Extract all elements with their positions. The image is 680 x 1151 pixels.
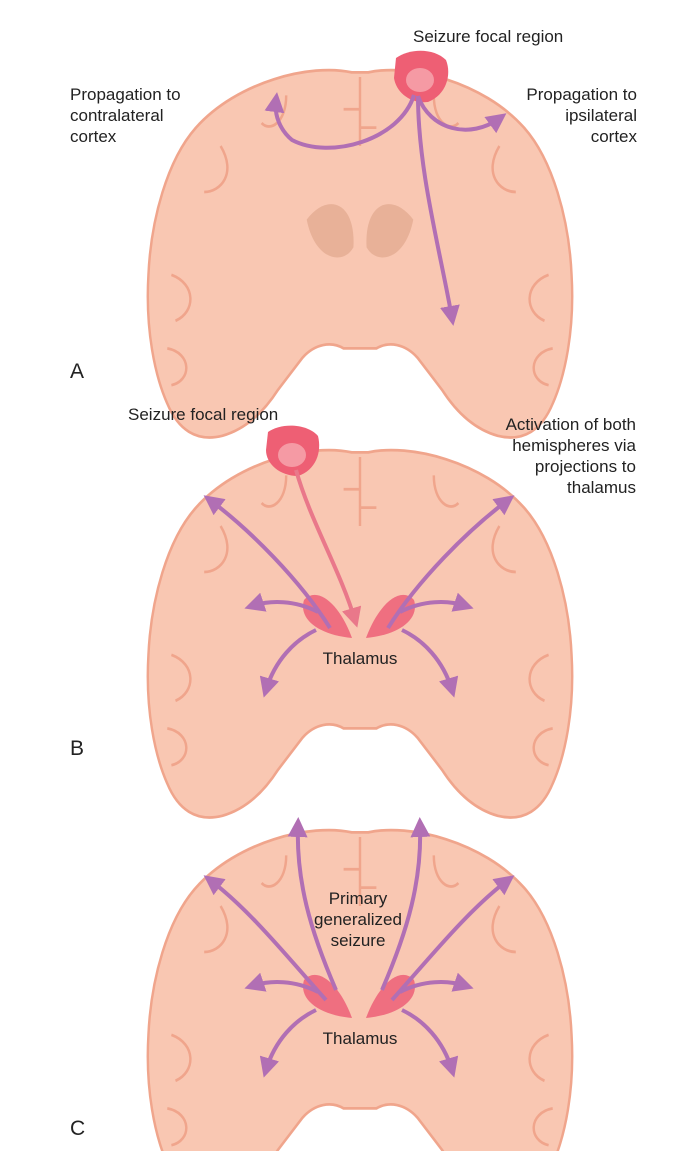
brain-a [146, 68, 574, 439]
right-label-b-3: projections to [535, 457, 636, 476]
arrow-c-upper-left [203, 875, 328, 1002]
right-label-b-2: hemispheres via [512, 436, 636, 455]
thalamus-label-b: Thalamus [323, 649, 398, 668]
focal-label-a: Seizure focal region [413, 27, 563, 46]
center-label-c-2: generalized [314, 910, 402, 929]
center-label-c-1: Primary [329, 889, 388, 908]
right-label-b-1: Activation of both [506, 415, 636, 434]
seizure-focus-b [266, 425, 320, 476]
right-label-a-1: Propagation to [526, 85, 637, 104]
arrow-b-low-left [259, 628, 317, 698]
focal-label-b: Seizure focal region [128, 405, 278, 424]
arrow-focal-to-thalamus [294, 469, 362, 628]
arrow-ipsilateral [416, 95, 507, 134]
right-label-a-2: ipsilateral [565, 106, 637, 125]
center-label-c-3: seizure [331, 931, 386, 950]
basal-ganglia-right [366, 204, 414, 258]
panel-letter-c: C [70, 1117, 85, 1140]
arrow-c-mid-right [399, 972, 474, 994]
left-label-a-2: contralateral [70, 106, 164, 125]
panel-letter-b: B [70, 737, 84, 760]
brain-c [146, 828, 574, 1151]
arrow-b-mid-left [244, 592, 319, 614]
left-label-a-3: cortex [70, 127, 117, 146]
arrow-c-low-right [401, 1008, 459, 1078]
brain-b [146, 448, 574, 819]
panel-b: Seizure focal region Activation of both … [70, 405, 637, 819]
arrow-b-mid-right [399, 592, 474, 614]
left-label-a-1: Propagation to [70, 85, 181, 104]
right-label-b-4: thalamus [567, 478, 636, 497]
basal-ganglia-left [306, 204, 354, 258]
arrow-c-top-right [380, 817, 431, 991]
arrow-b-low-right [401, 628, 459, 698]
thalamus-label-c: Thalamus [323, 1029, 398, 1048]
right-label-a-3: cortex [591, 127, 638, 146]
arrow-c-upper-right [390, 875, 515, 1002]
arrow-downward [416, 95, 460, 326]
panel-a: Seizure focal region Propagation to cont… [70, 27, 638, 439]
panel-c: Primary generalized seizure Thalamus C [70, 817, 574, 1151]
panel-letter-a: A [70, 360, 84, 383]
arrow-c-mid-left [244, 972, 319, 994]
seizure-focus-a [394, 50, 449, 103]
arrow-contralateral [264, 92, 416, 150]
arrow-c-top-left [287, 817, 338, 991]
arrow-c-low-left [259, 1008, 317, 1078]
